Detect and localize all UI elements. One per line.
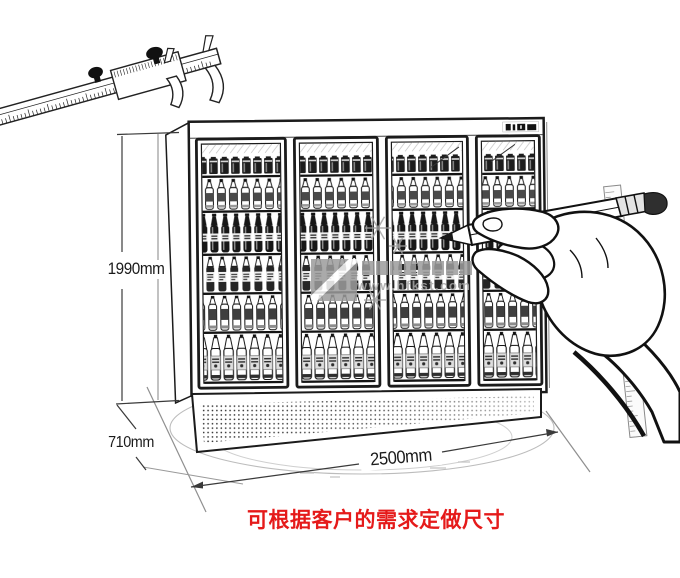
- depth-dimension: [116, 404, 147, 471]
- caliper-sliding-jaw: [165, 75, 184, 109]
- cabinet-side-panel: [165, 121, 193, 405]
- width-dimension: [190, 429, 559, 489]
- watermark-url: www.hfkst.com: [357, 278, 472, 293]
- brand-mark: [502, 121, 540, 133]
- depth-dimension-label: 710mm: [99, 434, 163, 452]
- hand: [471, 207, 680, 444]
- glass-reflections: [430, 143, 516, 168]
- ventilation-plinth: [190, 387, 542, 454]
- caliper-fixed-jaw: [204, 64, 225, 104]
- height-dimension-label: 1990mm: [105, 259, 167, 279]
- customization-caption: 可根据客户的需求定做尺寸: [247, 509, 505, 532]
- fridge-door-1: [194, 136, 290, 390]
- watermark-company-text: [360, 261, 476, 276]
- index-fingernail: [482, 217, 503, 232]
- watermark-snowflakes: [364, 216, 407, 310]
- floor-lines: [142, 386, 591, 513]
- vernier-caliper: [0, 35, 225, 134]
- pencil-eraser: [643, 192, 668, 215]
- watermark-logo: [311, 259, 357, 301]
- hand-thumb: [471, 247, 550, 305]
- pencil-ferrule: [614, 192, 649, 217]
